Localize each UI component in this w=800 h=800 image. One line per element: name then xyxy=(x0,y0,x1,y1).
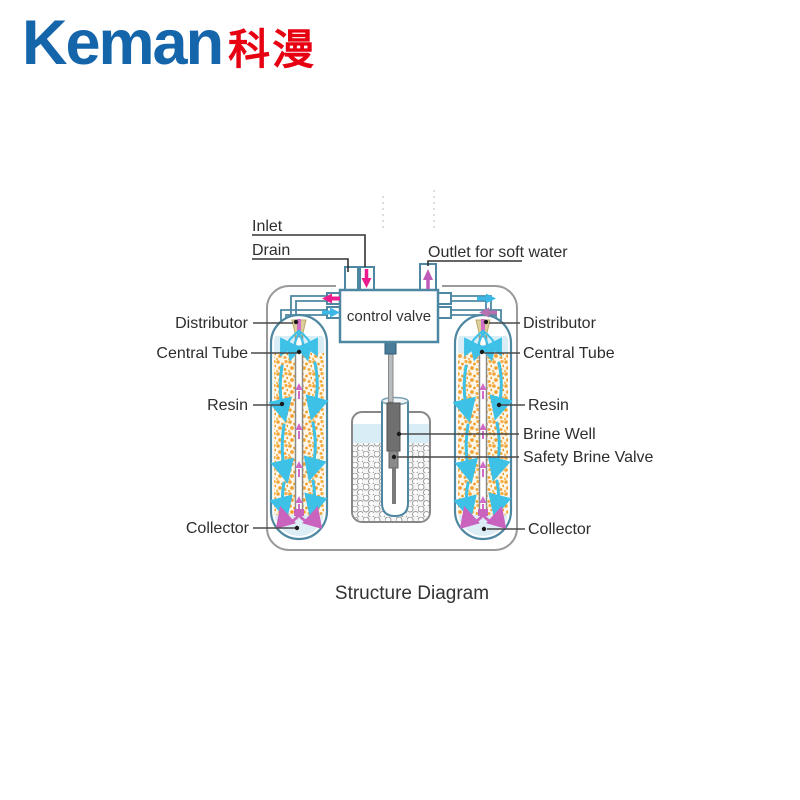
label-drain: Drain xyxy=(252,242,290,259)
distributor-spray-left xyxy=(280,329,318,362)
control-valve: control valve xyxy=(338,288,440,344)
brine-tank xyxy=(351,396,431,523)
label-central-tube-left: Central Tube xyxy=(156,345,248,362)
central-tube-up-arrows-left xyxy=(295,383,303,512)
logo-text-cjk: 科漫 xyxy=(228,26,317,73)
valve-to-brine-rod xyxy=(384,340,397,403)
label-inlet: Inlet xyxy=(252,218,283,235)
resin-tank-left xyxy=(268,313,329,541)
distributor-tube-right xyxy=(481,319,485,337)
label-safety-brine-valve: Safety Brine Valve xyxy=(523,449,654,466)
label-distributor-left: Distributor xyxy=(175,315,249,332)
distributor-tube-left xyxy=(297,319,301,337)
label-brine-well: Brine Well xyxy=(523,426,596,443)
label-distributor-right: Distributor xyxy=(523,315,597,332)
label-central-tube-right: Central Tube xyxy=(523,345,615,362)
brand-logo: Keman 科漫 xyxy=(22,12,316,75)
resin-tank-right xyxy=(452,313,513,541)
control-valve-box xyxy=(338,288,440,344)
top-label-pointers xyxy=(252,234,522,272)
label-collector-left: Collector xyxy=(186,520,250,537)
valve-port-arrows xyxy=(322,269,497,318)
faint-drip-marks xyxy=(382,190,435,230)
resin-flow-arrows-left xyxy=(268,361,329,521)
safety-brine-valve-part xyxy=(388,450,399,469)
distributor-spray-right xyxy=(464,329,502,362)
labels: Inlet Drain Outlet for soft water Distri… xyxy=(156,218,653,604)
collector-left xyxy=(275,505,323,529)
label-resin-right: Resin xyxy=(528,397,569,414)
leader-lines xyxy=(251,319,525,532)
logo-text-latin: Keman xyxy=(22,8,224,78)
label-collector-right: Collector xyxy=(528,521,592,538)
control-valve-label: control valve xyxy=(347,308,431,325)
brine-valve-body xyxy=(386,402,401,452)
drain-pipe xyxy=(344,266,359,292)
brine-valve-stem xyxy=(392,468,396,504)
resin-flow-arrows-right xyxy=(452,361,513,521)
diagram-caption: Structure Diagram xyxy=(335,583,489,604)
label-resin-left: Resin xyxy=(207,397,248,414)
label-outlet: Outlet for soft water xyxy=(428,244,568,261)
central-tube-up-arrows-right xyxy=(479,383,487,512)
collector-right xyxy=(459,505,507,529)
